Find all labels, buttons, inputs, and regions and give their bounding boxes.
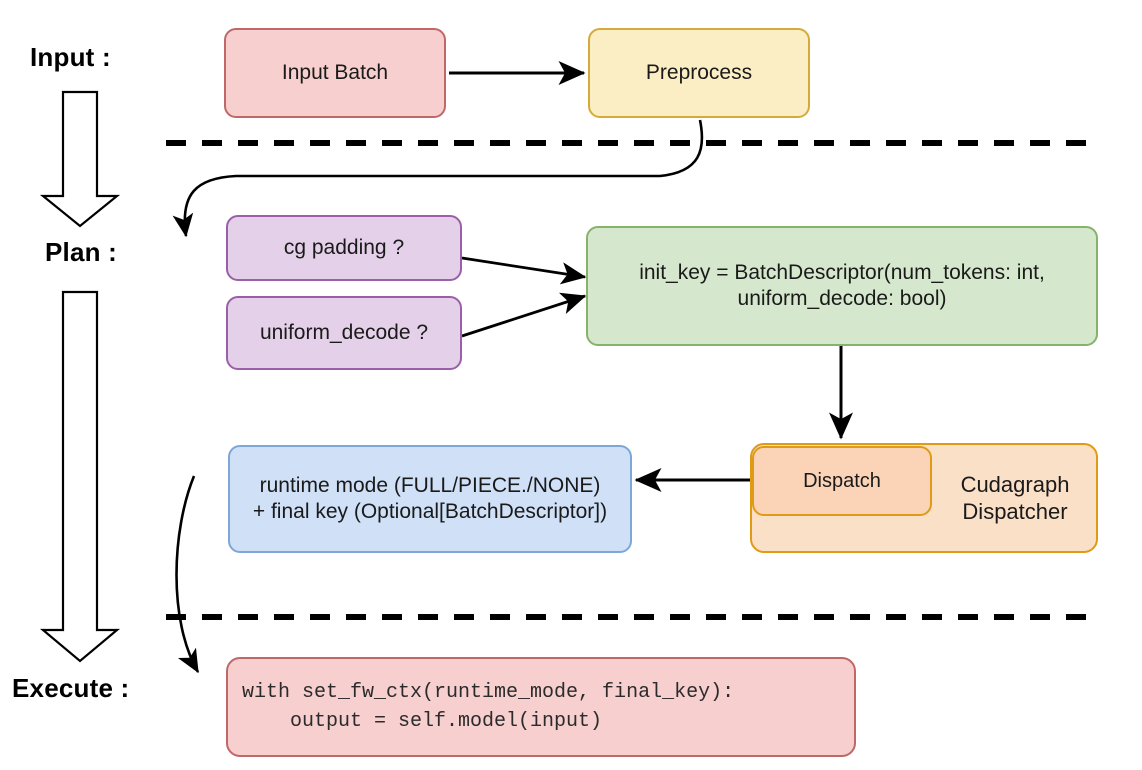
node-cg-padding[interactable]: cg padding ? (226, 215, 462, 281)
edge-runtimemode-to-codeblock (175, 475, 200, 674)
node-init-key-line1: init_key = BatchDescriptor(num_tokens: i… (639, 260, 1045, 284)
node-runtime-mode-line1: runtime mode (FULL/PIECE./NONE) (259, 473, 601, 497)
stage-label-execute: Execute : (12, 673, 130, 703)
node-cg-padding-label: cg padding ? (283, 235, 405, 259)
edge-cgpadding-to-initkey (461, 256, 587, 285)
node-input-batch[interactable]: Input Batch (224, 28, 446, 118)
node-uniform-decode-label: uniform_decode ? (259, 320, 429, 344)
node-cudagraph-dispatcher-label: Cudagraph Dispatcher (932, 460, 1098, 536)
stage-label-input: Input : (30, 42, 111, 72)
node-init-key[interactable]: init_key = BatchDescriptor(num_tokens: i… (586, 226, 1098, 346)
edge-uniformdecode-to-initkey (461, 292, 587, 338)
node-runtime-mode-line2: + final key (Optional[BatchDescriptor]) (252, 500, 608, 523)
plan-to-execute-arrow (39, 290, 121, 663)
node-init-key-line2: uniform_decode: bool) (737, 287, 947, 310)
node-uniform-decode[interactable]: uniform_decode ? (226, 296, 462, 370)
node-preprocess-label: Preprocess (645, 60, 753, 84)
stage-label-plan: Plan : (45, 237, 117, 267)
code-line-1: with set_fw_ctx(runtime_mode, final_key)… (242, 681, 735, 704)
node-preprocess[interactable]: Preprocess (588, 28, 810, 118)
node-runtime-mode[interactable]: runtime mode (FULL/PIECE./NONE) + final … (228, 445, 632, 553)
input-to-plan-arrow (39, 90, 121, 228)
node-cudagraph-dispatcher-line1: Cudagraph (960, 471, 1070, 497)
node-dispatch[interactable]: Dispatch (752, 446, 932, 516)
node-cudagraph-dispatcher-line2: Dispatcher (962, 499, 1068, 524)
code-line-2: output = self.model(input) (242, 710, 603, 733)
node-dispatch-label: Dispatch (803, 469, 881, 492)
node-code-block[interactable]: with set_fw_ctx(runtime_mode, final_key)… (226, 657, 856, 757)
node-input-batch-label: Input Batch (281, 60, 389, 84)
